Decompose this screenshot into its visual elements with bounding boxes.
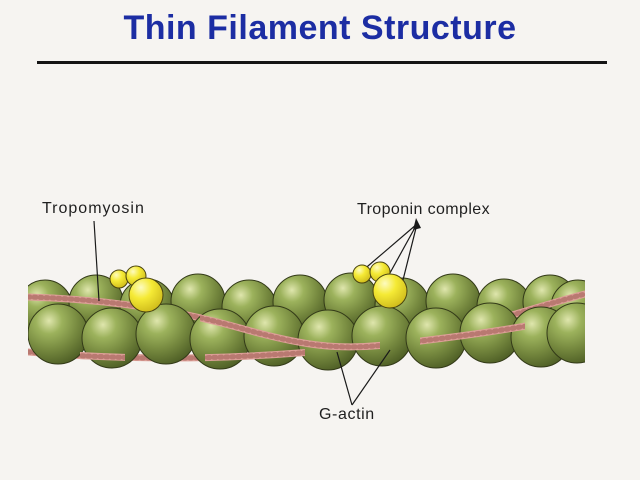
troponin-leader-line	[360, 223, 418, 273]
page-title: Thin Filament Structure	[123, 9, 517, 47]
g-actin-sphere	[351, 305, 413, 367]
tropomyosin-strand-front	[200, 314, 380, 351]
troponin-subunit	[109, 269, 129, 289]
leader-lines	[93, 218, 421, 406]
troponin-leader-line	[401, 223, 418, 285]
tropomyosin-label: Tropomyosin	[42, 200, 145, 217]
troponin-subunit	[128, 277, 164, 313]
troponin-leader-arrowhead	[413, 218, 421, 230]
actin-bottom-row	[28, 302, 585, 371]
g-actin-sphere	[546, 302, 585, 364]
actin-filament	[28, 272, 585, 371]
g-actin-leader-line	[336, 351, 353, 406]
troponin-subunit	[352, 264, 372, 284]
troponin-complex-left	[109, 265, 164, 313]
g-actin-leader-line	[351, 349, 391, 406]
title-divider-line	[37, 61, 607, 64]
g-actin-label: G-actin	[319, 406, 375, 423]
troponin-complex-right	[352, 261, 408, 309]
tropomyosin-leader-line	[93, 220, 100, 302]
g-actin-sphere	[28, 303, 89, 365]
g-actin-sphere	[135, 303, 197, 365]
troponin-complex-label: Troponin complex	[357, 201, 490, 218]
troponin-subunit	[372, 273, 408, 309]
